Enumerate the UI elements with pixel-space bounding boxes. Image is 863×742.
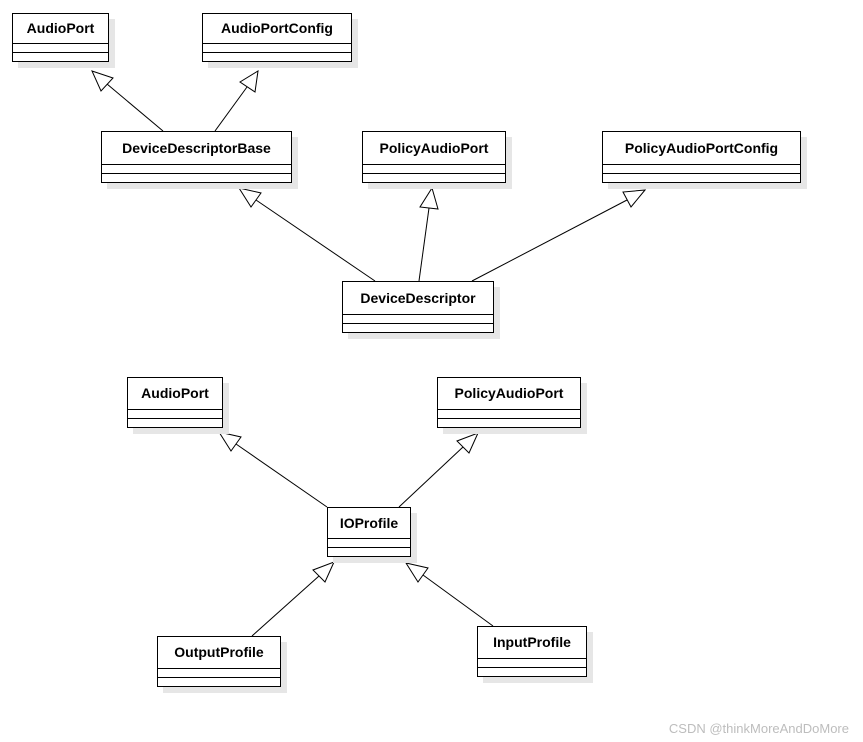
attributes-section (603, 164, 800, 173)
attributes-section (13, 43, 108, 52)
class-devicedescriptorbase: DeviceDescriptorBase (101, 131, 292, 183)
attributes-section (158, 668, 280, 677)
class-name: PolicyAudioPort (379, 140, 489, 156)
methods-section (603, 173, 800, 182)
class-audioport-2: AudioPort (127, 377, 223, 428)
class-name: AudioPortConfig (221, 20, 333, 36)
edge-dd-to-ddb (255, 199, 376, 282)
class-devicedescriptor: DeviceDescriptor (342, 281, 494, 333)
watermark: CSDN @thinkMoreAndDoMore (668, 721, 849, 736)
class-name: DeviceDescriptorBase (122, 140, 271, 156)
class-policyaudioport-1: PolicyAudioPort (362, 131, 506, 183)
class-name: DeviceDescriptor (360, 290, 476, 306)
arrowhead-policyaudioport-2 (456, 432, 479, 454)
class-policyaudioport-2: PolicyAudioPort (437, 377, 581, 428)
class-ioprofile: IOProfile (327, 507, 411, 557)
edge-dd-to-policyaudioport (418, 207, 430, 282)
methods-section (478, 667, 586, 676)
attributes-section (343, 314, 493, 323)
edge-outputprofile-to-ioprofile (251, 575, 320, 637)
arrowhead-audioport-2 (217, 431, 242, 452)
methods-section (328, 547, 410, 556)
edge-ddb-to-audioport (106, 83, 164, 132)
class-inputprofile: InputProfile (477, 626, 587, 677)
attributes-section (203, 43, 351, 52)
methods-section (128, 418, 222, 427)
class-name: AudioPort (26, 20, 95, 36)
arrowhead-ioprofile-in (404, 562, 429, 583)
arrowhead-audioportconfig (239, 70, 259, 93)
methods-section (363, 173, 505, 182)
arrowhead-ddb (237, 187, 262, 208)
edge-ioprofile-to-policyaudioport (398, 446, 464, 508)
class-name: InputProfile (493, 634, 571, 650)
class-policyaudioportconfig: PolicyAudioPortConfig (602, 131, 801, 183)
attributes-section (128, 409, 222, 418)
class-audioportconfig: AudioPortConfig (202, 13, 352, 62)
attributes-section (328, 538, 410, 547)
edge-ioprofile-to-audioport (235, 443, 328, 508)
class-name: OutputProfile (174, 644, 264, 660)
attributes-section (438, 409, 580, 418)
arrowhead-policyaudioport (419, 186, 439, 210)
arrowhead-ioprofile-out (312, 561, 335, 583)
attributes-section (363, 164, 505, 173)
class-audioport-1: AudioPort (12, 13, 109, 62)
edge-dd-to-policyaudioportconfig (471, 199, 628, 282)
class-outputprofile: OutputProfile (157, 636, 281, 687)
class-name: PolicyAudioPort (454, 385, 564, 401)
class-name: AudioPort (141, 385, 209, 401)
methods-section (13, 52, 108, 61)
class-name: IOProfile (339, 515, 399, 531)
methods-section (343, 323, 493, 332)
methods-section (203, 52, 351, 61)
class-name: PolicyAudioPortConfig (624, 140, 779, 156)
edge-ddb-to-audioportconfig (214, 86, 248, 132)
attributes-section (478, 658, 586, 667)
arrowhead-policyaudioportconfig (622, 189, 647, 208)
arrowhead-audioport (91, 70, 114, 92)
attributes-section (102, 164, 291, 173)
methods-section (438, 418, 580, 427)
methods-section (158, 677, 280, 686)
methods-section (102, 173, 291, 182)
edge-inputprofile-to-ioprofile (422, 574, 494, 627)
